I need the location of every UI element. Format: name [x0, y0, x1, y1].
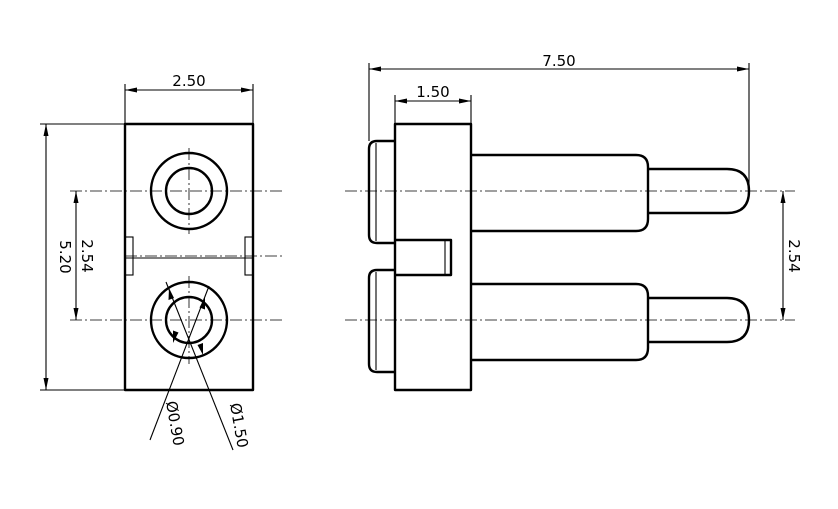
bottom-pin-body	[471, 282, 650, 362]
inner-diameter-label: Ø0.90	[162, 400, 188, 448]
arrow	[43, 124, 49, 136]
bottom-left-cap	[367, 268, 395, 374]
arrow	[173, 330, 179, 343]
front-width-label: 2.50	[172, 72, 205, 90]
arrow	[197, 343, 203, 355]
side-length-label: 7.50	[542, 52, 575, 70]
arrow	[73, 191, 79, 203]
arrow	[780, 191, 786, 203]
arrow	[199, 297, 205, 310]
outer-diameter-leader	[165, 281, 234, 451]
flange	[393, 122, 473, 392]
side-view: 7.50 1.50 2.54	[345, 52, 803, 392]
arrow	[168, 288, 174, 300]
arrow	[369, 66, 381, 72]
top-pin-body	[471, 153, 650, 233]
front-view: 2.50 5.20 2.54 Ø0.90 Ø1.50	[40, 72, 283, 451]
top-left-cap	[367, 139, 395, 245]
arrow	[459, 98, 471, 104]
arrow	[43, 378, 49, 390]
arrow	[780, 308, 786, 320]
front-pitch-label: 2.54	[78, 239, 96, 272]
side-pitch-label: 2.54	[785, 239, 803, 272]
inner-diameter-leader	[149, 285, 210, 441]
arrow	[737, 66, 749, 72]
arrow	[125, 87, 137, 93]
flange-width-label: 1.50	[416, 83, 449, 101]
flange-tab	[395, 238, 453, 277]
arrow	[73, 308, 79, 320]
arrow	[395, 98, 407, 104]
arrow	[241, 87, 253, 93]
front-height-label: 5.20	[56, 240, 74, 273]
